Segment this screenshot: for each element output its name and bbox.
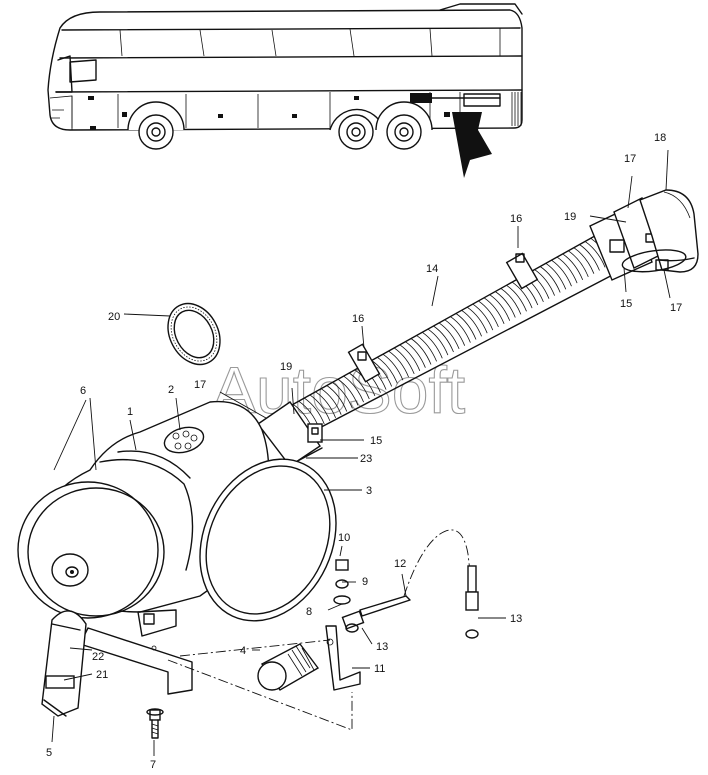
callout-17-b: 17 <box>194 379 206 391</box>
front-wheel <box>127 101 185 150</box>
watermark-text: AutoSoft <box>212 353 465 427</box>
callout-15-b: 15 <box>620 298 632 310</box>
hose-clamp-mid <box>505 252 539 290</box>
callout-16-b: 16 <box>352 313 364 325</box>
callout-11: 11 <box>374 663 385 675</box>
filter-end-cap <box>17 481 165 619</box>
indicator-bracket <box>325 625 361 691</box>
filter-cover <box>199 458 337 622</box>
bolt <box>146 708 164 739</box>
callout-22: 22 <box>92 651 104 663</box>
callout-1: 1 <box>127 406 133 418</box>
hose-clamp-lower <box>347 343 381 383</box>
callout-13-a: 13 <box>376 641 388 653</box>
air-elbow <box>621 189 699 273</box>
callout-23: 23 <box>360 453 372 465</box>
sealing-ring <box>167 302 221 366</box>
callout-5: 5 <box>46 747 52 759</box>
perforated-plate <box>163 426 205 454</box>
callout-labels: 1 2 3 4 5 6 7 8 9 10 11 12 13 13 14 15 1… <box>46 132 682 771</box>
rear-wheel-2 <box>375 101 433 150</box>
callout-8: 8 <box>306 606 312 618</box>
callout-18: 18 <box>654 132 666 144</box>
callout-17-a: 17 <box>624 153 636 165</box>
callout-9: 9 <box>362 576 368 588</box>
callout-14: 14 <box>426 263 438 275</box>
callout-13-b: 13 <box>510 613 522 625</box>
callout-3: 3 <box>366 485 372 497</box>
callout-19-b: 19 <box>280 361 292 373</box>
callout-12: 12 <box>394 558 406 570</box>
intake-pipe <box>41 610 87 717</box>
callout-20: 20 <box>108 311 120 323</box>
callout-10: 10 <box>338 532 350 544</box>
location-arrow-icon <box>452 112 492 178</box>
callout-2: 2 <box>168 384 174 396</box>
callout-19-a: 19 <box>564 211 576 223</box>
lower-hose-end <box>256 401 323 467</box>
sensor-line <box>403 529 479 639</box>
callout-16-a: 16 <box>510 213 522 225</box>
pressure-sensor <box>341 595 411 633</box>
callout-15-a: 15 <box>370 435 382 447</box>
callout-21: 21 <box>96 669 108 681</box>
callout-6: 6 <box>80 385 86 397</box>
leader-lines <box>51 149 671 756</box>
callout-7: 7 <box>150 759 156 771</box>
callout-17-c: 17 <box>670 302 682 314</box>
callout-4: 4 <box>240 645 246 657</box>
vacuum-indicator <box>257 643 320 691</box>
bus-illustration <box>47 3 523 150</box>
